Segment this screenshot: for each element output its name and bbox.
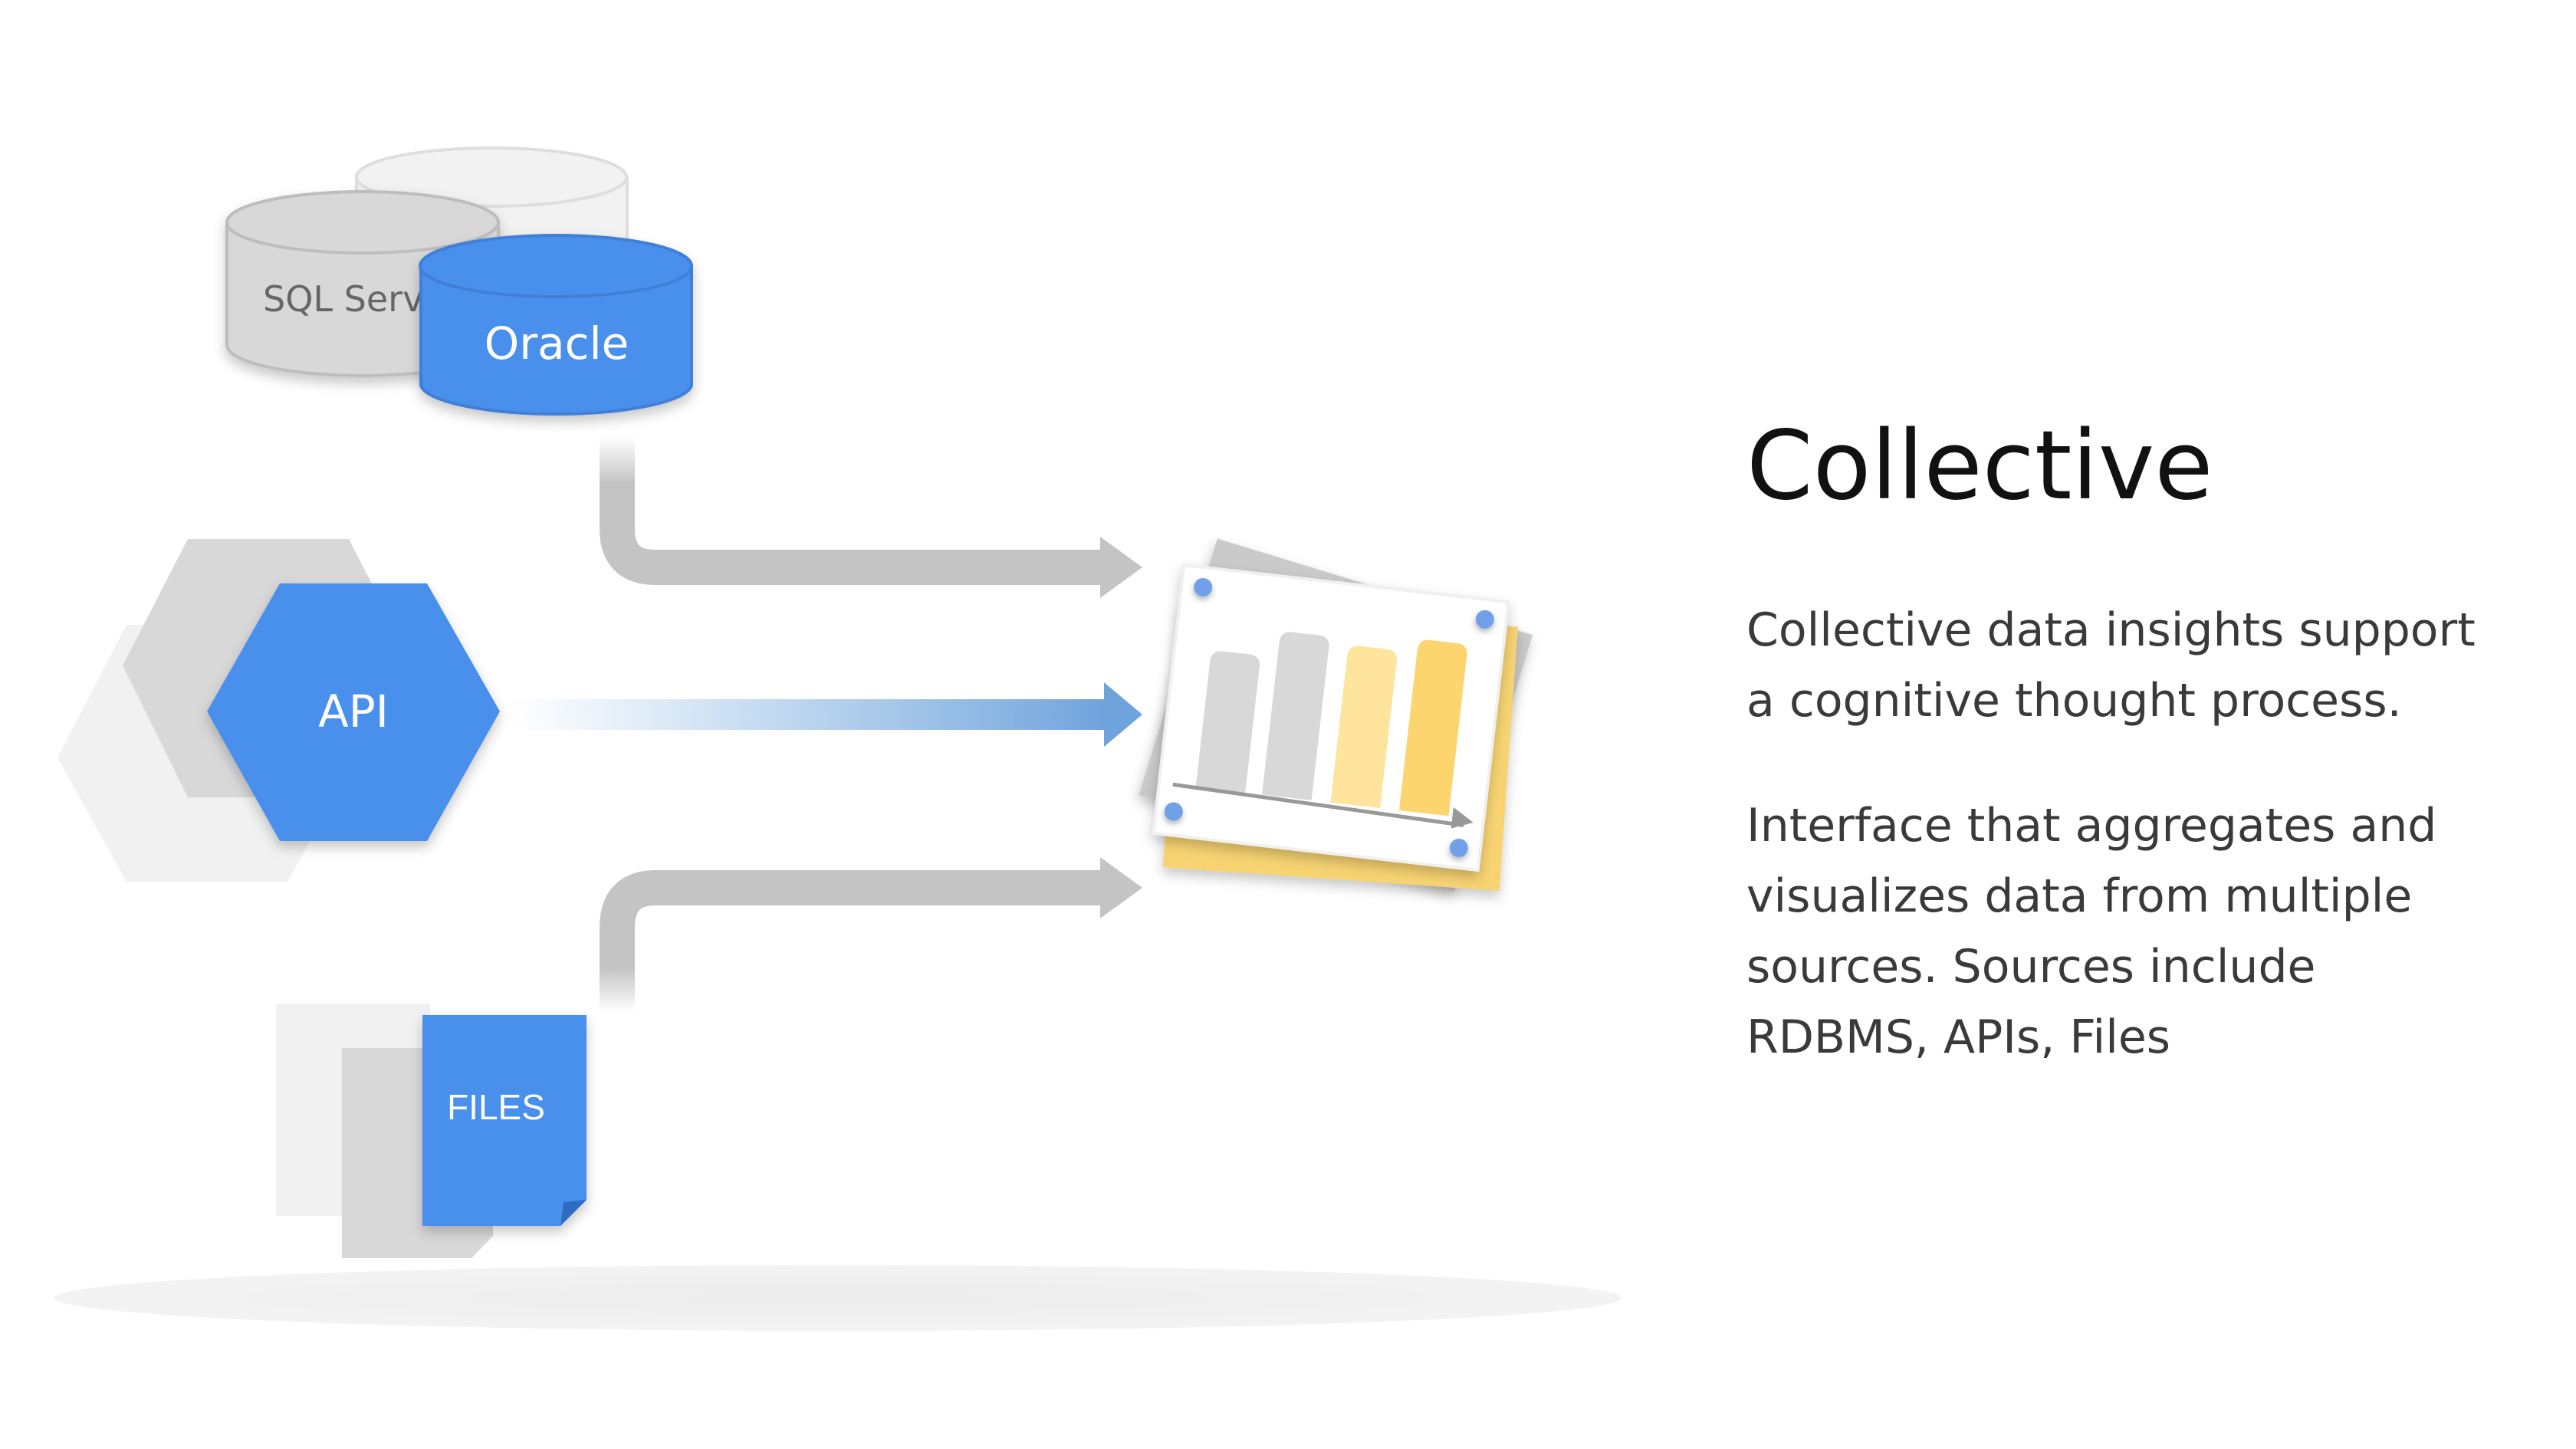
api-label: API xyxy=(318,685,389,738)
oracle-label: Oracle xyxy=(485,317,629,370)
database-oracle: Oracle xyxy=(419,234,693,416)
files-document-icon: FILES xyxy=(422,1015,586,1226)
arrow-database-to-chart xyxy=(600,437,1142,598)
paragraph-line: sources. Sources include xyxy=(1746,940,2315,994)
paragraph-line: RDBMS, APIs, Files xyxy=(1746,1010,2170,1064)
paragraph-line: a cognitive thought process. xyxy=(1746,674,2402,728)
chart-bar-2 xyxy=(1262,632,1329,800)
pin-top-right xyxy=(1475,610,1494,629)
paragraph-line: Collective data insights support xyxy=(1746,603,2476,657)
sql-server-label: SQL Serv xyxy=(263,278,423,320)
chart-card-stack xyxy=(1138,538,1533,892)
page-title: Collective xyxy=(1746,411,2213,521)
chart-bar-1 xyxy=(1195,651,1260,793)
arrow-files-to-chart xyxy=(600,857,1142,1012)
chart-axis-arrow xyxy=(1172,782,1464,827)
files-label: FILES xyxy=(447,1087,545,1127)
pin-top-left xyxy=(1194,578,1213,597)
pin-bottom-right xyxy=(1449,838,1468,857)
paragraph-line: Interface that aggregates and xyxy=(1746,799,2436,853)
description-paragraph-2: Interface that aggregates and visualizes… xyxy=(1746,799,2436,1064)
chart-bar-4 xyxy=(1398,639,1467,816)
pin-bottom-left xyxy=(1164,802,1183,821)
description-paragraph-1: Collective data insights support a cogni… xyxy=(1746,603,2476,728)
chart-bar-3 xyxy=(1330,646,1397,809)
floor-shadow xyxy=(54,1265,1622,1331)
api-hexagon: API xyxy=(207,583,500,841)
paragraph-line: visualizes data from multiple xyxy=(1746,869,2412,923)
arrow-api-to-chart xyxy=(510,682,1142,747)
chart-axis-arrowhead xyxy=(1451,807,1474,829)
